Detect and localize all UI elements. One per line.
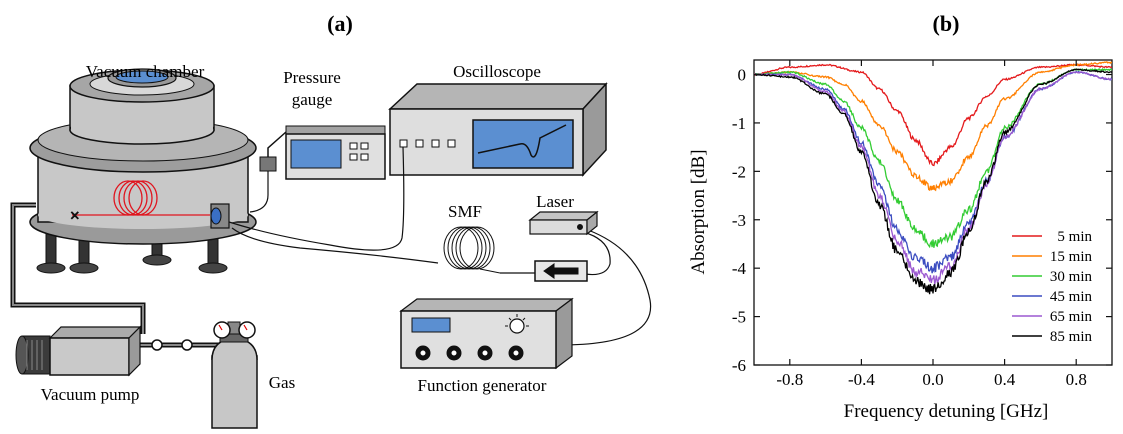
y-tick-label: -5: [732, 308, 746, 327]
x-axis: -0.8 -0.4 0.0 0.4 0.8: [776, 60, 1087, 389]
series-line-65-min: [754, 71, 1112, 285]
y-axis-title: Absorption [dB]: [688, 149, 709, 274]
isolator: [534, 260, 588, 282]
y-tick-label: -2: [732, 162, 746, 181]
function-generator-label: Function generator: [418, 376, 547, 395]
cables: [228, 146, 652, 346]
vacuum-line: [10, 202, 222, 351]
fiber-end-mark: ×: [70, 206, 80, 225]
panel-a-label: (a): [327, 11, 353, 36]
oscilloscope: [388, 82, 608, 177]
y-tick-label: -3: [732, 211, 746, 230]
laser: [528, 210, 599, 236]
legend-label: 15 min: [1050, 249, 1093, 265]
pressure-gauge: [249, 125, 386, 213]
legend-label: 85 min: [1050, 329, 1093, 345]
function-generator: [399, 297, 574, 370]
pressure-gauge-label-1: Pressure: [283, 68, 341, 87]
y-axis: 0 -1 -2 -3 -4 -5 -6: [732, 66, 1112, 375]
legend-label: 65 min: [1050, 309, 1093, 325]
panel-b: (b) 0 -1 -2 -3 -4 -5 -6 -0.8 -0.4 0.0 0.4 0.8 5 mi…: [688, 11, 1113, 422]
vacuum-chamber-label: Vacuum chamber: [86, 62, 205, 81]
smf-label: SMF: [448, 202, 482, 221]
panel-a: (a): [10, 11, 652, 429]
series-line-5-min: [754, 63, 1112, 167]
x-tick-label: -0.4: [848, 370, 875, 389]
pressure-gauge-label-2: gauge: [292, 90, 333, 109]
fiber-coil: [72, 180, 210, 216]
series-line-45-min: [754, 70, 1112, 274]
vacuum-chamber: ×: [29, 68, 257, 274]
series-line-85-min: [754, 68, 1112, 295]
x-axis-title: Frequency detuning [GHz]: [844, 401, 1049, 422]
laser-label: Laser: [536, 192, 574, 211]
y-tick-label: -1: [732, 114, 746, 133]
vacuum-pump-label: Vacuum pump: [41, 385, 140, 404]
x-tick-label: 0.0: [922, 370, 943, 389]
series-line-15-min: [754, 60, 1112, 192]
gas-cylinder: [211, 321, 258, 429]
y-tick-label: -4: [732, 259, 747, 278]
series-layer: [754, 60, 1112, 295]
y-tick-label: 0: [738, 66, 747, 85]
oscilloscope-label: Oscilloscope: [453, 62, 541, 81]
y-tick-label: -6: [732, 356, 746, 375]
x-tick-label: -0.8: [776, 370, 803, 389]
vacuum-pump: [15, 325, 142, 377]
gas-label: Gas: [269, 373, 295, 392]
legend-label: 30 min: [1050, 269, 1093, 285]
x-tick-label: 0.8: [1066, 370, 1087, 389]
series-line-30-min: [754, 67, 1112, 249]
x-tick-label: 0.4: [994, 370, 1016, 389]
smf-coil: [443, 226, 501, 274]
legend: 5 min 15 min 30 min 45 min 65 min 85 min: [1012, 229, 1092, 345]
legend-label: 45 min: [1050, 289, 1093, 305]
legend-label: 5 min: [1057, 229, 1092, 245]
panel-b-label: (b): [933, 11, 960, 36]
